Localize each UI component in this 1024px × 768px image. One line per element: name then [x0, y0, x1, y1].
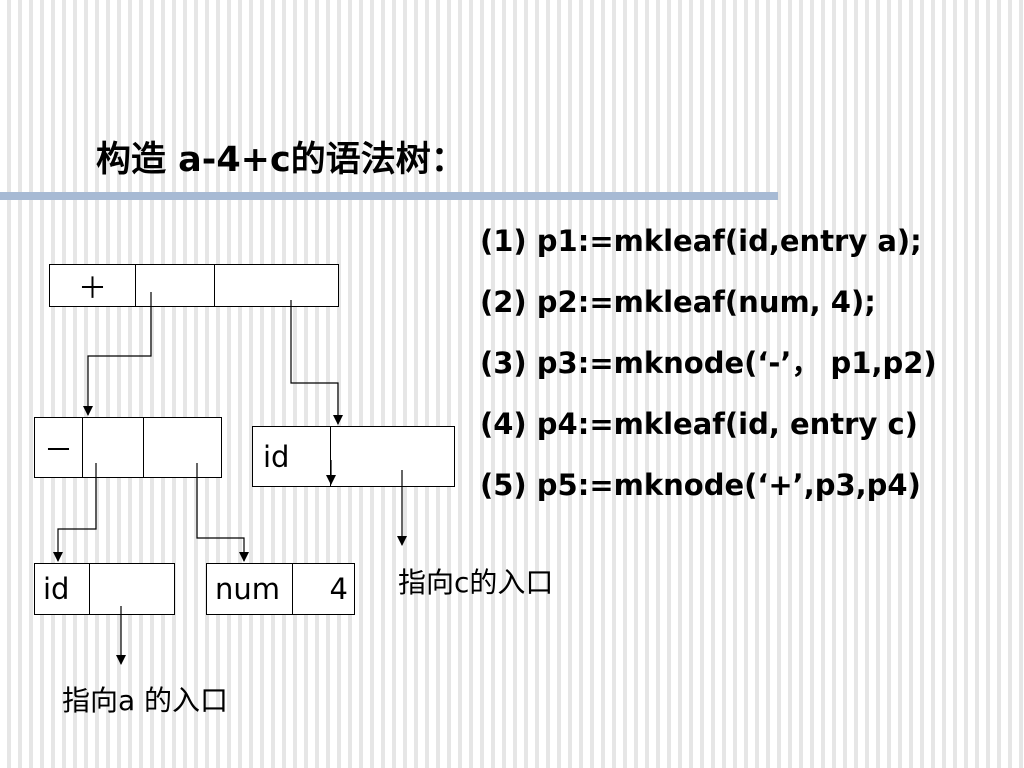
pointer-c-note: 指向c的入口	[398, 566, 554, 599]
arrow-minus-to-id-a	[53, 463, 97, 562]
step-4: (4) p4:=mkleaf(id, entry c)	[480, 407, 918, 441]
minus-operator-cell: －	[35, 418, 83, 477]
id-c-label-cell: id	[253, 427, 331, 486]
id-c-leaf: id	[252, 426, 455, 487]
plus-operator-cell: ＋	[50, 265, 136, 306]
arrow-minus-to-num	[196, 463, 249, 562]
step-2: (2) p2:=mkleaf(num, 4);	[480, 285, 876, 319]
plus-node: ＋	[49, 264, 339, 307]
construction-steps: (1) p1:=mkleaf(id,entry a); (2) p2:=mkle…	[480, 216, 937, 521]
plus-left-pointer-cell	[136, 265, 215, 306]
step-1: (1) p1:=mkleaf(id,entry a);	[480, 224, 922, 258]
title-divider	[0, 192, 778, 200]
arrow-plus-to-minus	[83, 292, 152, 416]
step-3: (3) p3:=mknode(‘-’， p1,p2)	[480, 346, 937, 380]
step-5: (5) p5:=mknode(‘+’,p3,p4)	[480, 468, 921, 502]
arrow-plus-to-id-c	[290, 300, 343, 425]
num-leaf: num 4	[206, 563, 355, 615]
num-label-cell: num	[207, 564, 293, 614]
pointer-a-note: 指向a 的入口	[62, 684, 229, 717]
id-a-label-cell: id	[35, 564, 90, 614]
id-a-leaf: id	[34, 563, 175, 615]
minus-node: －	[34, 417, 222, 478]
num-value-cell: 4	[329, 572, 348, 606]
minus-left-pointer-cell	[83, 418, 144, 477]
slide-title: 构造 a-4+c的语法树：	[96, 140, 466, 180]
